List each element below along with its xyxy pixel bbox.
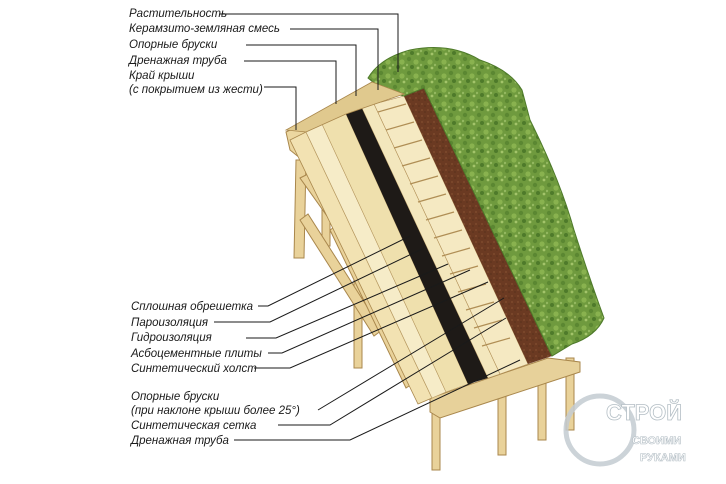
- leader-soil: [290, 28, 379, 90]
- leader-support-bars: [246, 44, 357, 96]
- leader-support-bars-2: [317, 297, 505, 411]
- leader-roof-edge: [264, 86, 297, 130]
- bottom-labels: Сплошная обрешетка Пароизоляция Гидроизо…: [129, 301, 300, 447]
- top-labels: Растительность Керамзито-земляная смесь …: [127, 8, 280, 96]
- label-support-bars-2: Опорные бруски: [131, 391, 220, 403]
- bottom-leader-lines: [214, 235, 521, 441]
- label-vegetation: Растительность: [129, 8, 227, 20]
- watermark-logo: СТРОЙ СВОИМИ РУКАМИ: [563, 393, 686, 467]
- watermark-line1: СТРОЙ: [606, 400, 682, 425]
- label-drain-pipe-bottom: Дренажная труба: [129, 435, 229, 447]
- label-support-bars-2-note: (при наклоне крыши более 25°): [131, 405, 300, 417]
- leader-vapor-barrier: [214, 247, 425, 323]
- label-roof-edge: Край крыши: [129, 70, 195, 82]
- label-synthetic-canvas: Синтетический холст: [131, 363, 257, 375]
- watermark-ring: [563, 393, 637, 467]
- label-solid-sheathing: Сплошная обрешетка: [131, 301, 253, 313]
- layer-soil: [404, 88, 552, 364]
- label-soil: Керамзито-земляная смесь: [129, 23, 280, 35]
- label-waterproofing: Гидроизоляция: [131, 332, 212, 344]
- label-asbestos-plates: Асбоцементные плиты: [130, 348, 262, 360]
- label-drain-pipe-top: Дренажная труба: [127, 55, 227, 67]
- roof-structure: [284, 47, 605, 471]
- watermark-line2: СВОИМИ: [632, 435, 681, 447]
- leader-drain-pipe-bottom: [234, 359, 521, 441]
- label-roof-edge-note: (с покрытием из жести): [129, 84, 263, 96]
- layer-waterproofing: [346, 108, 488, 384]
- leader-solid-sheathing: [258, 235, 411, 307]
- top-leader-lines: [220, 13, 399, 130]
- leader-vegetation: [220, 13, 399, 72]
- label-synthetic-mesh: Синтетическая сетка: [131, 420, 256, 432]
- leader-synthetic-mesh: [278, 317, 507, 426]
- leader-waterproofing: [246, 263, 449, 339]
- bottom-edge-board: [429, 357, 581, 419]
- label-vapor-barrier: Пароизоляция: [131, 317, 208, 329]
- label-support-bars: Опорные бруски: [129, 39, 218, 51]
- top-edge-trim: [284, 81, 406, 133]
- layer-vegetation: [367, 47, 605, 357]
- leader-asbestos-plates: [268, 269, 471, 354]
- leader-drain-pipe-top: [244, 60, 337, 104]
- watermark-line3: РУКАМИ: [640, 452, 686, 464]
- leader-synthetic-canvas: [254, 281, 489, 369]
